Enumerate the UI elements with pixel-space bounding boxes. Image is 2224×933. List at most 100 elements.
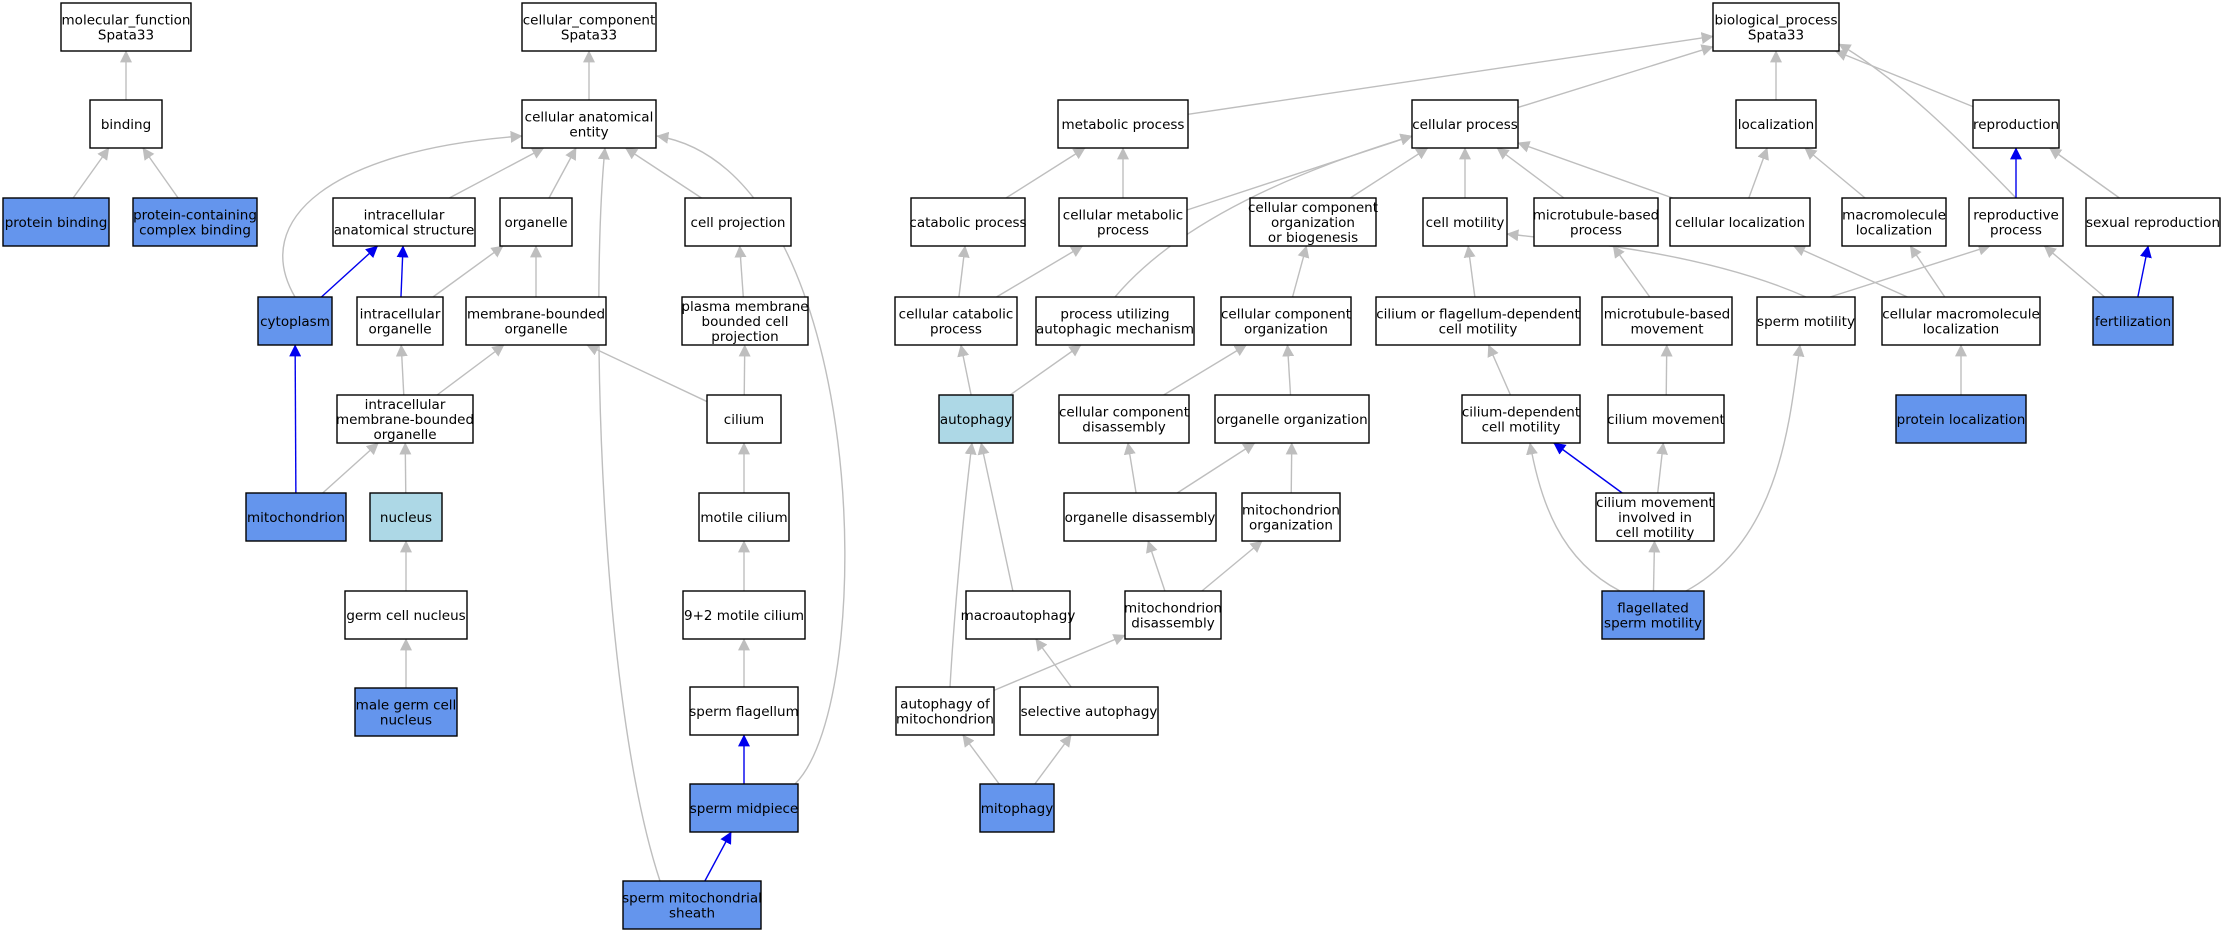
term-node-reproduction[interactable]: reproduction [1972, 99, 2060, 149]
edge-is-a-cell-projection-to-cellular-anatomical-entity [624, 147, 702, 199]
term-node-sexual-reproduction[interactable]: sexual reproduction [2085, 197, 2221, 247]
term-node-sperm-motility[interactable]: sperm motility [1756, 296, 1856, 346]
term-node-protein-localization[interactable]: protein localization [1895, 394, 2027, 444]
term-node-cilium-movement[interactable]: cilium movement [1607, 394, 1725, 444]
term-node-cellular-localization[interactable]: cellular localization [1669, 197, 1811, 247]
term-label-plasma-membrane-bounded-cell-projection-line-2: bounded cell [702, 314, 789, 330]
term-node-fertilization[interactable]: fertilization [2092, 296, 2174, 346]
term-node-organelle-organization[interactable]: organelle organization [1214, 394, 1370, 444]
term-node-sperm-flagellum[interactable]: sperm flagellum [689, 686, 799, 736]
term-node-mitochondrion[interactable]: mitochondrion [245, 492, 347, 542]
term-node-nucleus[interactable]: nucleus [369, 492, 443, 542]
term-box-cellular-component-disassembly [1058, 394, 1190, 444]
term-label-protein-localization-line-1: protein localization [1897, 412, 2026, 428]
term-box-sperm-motility [1756, 296, 1856, 346]
term-box-protein-complex-binding [132, 197, 258, 247]
term-node-sperm-midpiece[interactable]: sperm midpiece [689, 783, 799, 833]
edge-is-a-autophagy-of-mitochondrion-to-mitochondrion-disassembly [993, 634, 1126, 692]
edge-part-of-sperm-mitochondrial-sheath-to-sperm-midpiece [704, 831, 732, 882]
term-node-germ-cell-nucleus[interactable]: germ cell nucleus [344, 590, 468, 640]
term-node-metabolic-process[interactable]: metabolic process [1057, 99, 1189, 149]
term-box-germ-cell-nucleus [344, 590, 468, 640]
term-node-cell-motility[interactable]: cell motility [1422, 197, 1508, 247]
term-node-mitophagy[interactable]: mitophagy [979, 783, 1055, 833]
term-label-protein-binding-line-1: protein binding [5, 215, 108, 231]
edge-is-a-microtubule-based-process-to-cellular-process [1496, 147, 1565, 199]
term-label-cilium-movement-line-1: cilium movement [1607, 412, 1725, 428]
term-node-localization[interactable]: localization [1735, 99, 1817, 149]
term-node-motile-cilium[interactable]: motile cilium [698, 492, 790, 542]
term-box-cellular-anatomical-entity [521, 99, 657, 149]
term-node-catabolic-process[interactable]: catabolic process [909, 197, 1027, 247]
edge-is-a-mitochondrion-disassembly-to-mitochondrion-organization [1201, 540, 1263, 592]
term-label-sexual-reproduction-line-1: sexual reproduction [2086, 215, 2220, 231]
term-box-molecular-function [60, 2, 192, 52]
term-box-selective-autophagy [1019, 686, 1159, 736]
term-label-intracellular-anatomical-structure-line-2: anatomical structure [334, 223, 475, 239]
term-box-macroautophagy [965, 590, 1071, 640]
edge-is-a-cilium-movement-involved-in-cell-motility-to-cilium-movement [1656, 442, 1668, 494]
term-node-selective-autophagy[interactable]: selective autophagy [1019, 686, 1159, 736]
term-node-autophagy[interactable]: autophagy [938, 394, 1014, 444]
term-box-organelle-disassembly [1063, 492, 1217, 542]
term-node-binding[interactable]: binding [89, 99, 163, 149]
term-node-nine-plus-two-motile-cilium[interactable]: 9+2 motile cilium [682, 590, 806, 640]
edge-is-a-macromolecule-localization-to-localization [1804, 147, 1866, 199]
term-label-binding-line-1: binding [101, 117, 151, 133]
term-node-cytoplasm[interactable]: cytoplasm [257, 296, 333, 346]
term-node-organelle[interactable]: organelle [499, 197, 573, 247]
term-node-macroautophagy[interactable]: macroautophagy [961, 590, 1076, 640]
term-box-mitochondrion-organization [1241, 492, 1341, 542]
term-node-cell-projection[interactable]: cell projection [684, 197, 792, 247]
term-label-organelle-line-1: organelle [504, 215, 567, 231]
edge-is-a-autophagy-to-process-utilizing-autophagic-mechanism [1009, 344, 1082, 396]
term-node-protein-binding[interactable]: protein binding [2, 197, 110, 247]
term-label-intracellular-organelle-line-2: organelle [368, 322, 431, 338]
term-label-mitochondrion-disassembly-line-2: disassembly [1131, 616, 1214, 632]
term-label-reproduction-line-1: reproduction [1973, 117, 2059, 133]
term-node-organelle-disassembly[interactable]: organelle disassembly [1063, 492, 1217, 542]
term-node-cellular-process[interactable]: cellular process [1411, 99, 1519, 149]
edge-is-a-intracellular-organelle-to-organelle [432, 245, 504, 298]
term-label-microtubule-based-process-line-1: microtubule-based [1533, 208, 1660, 224]
edge-is-a-catabolic-process-to-metabolic-process [1005, 147, 1086, 199]
edge-is-a-autophagy-of-mitochondrion-to-autophagy [949, 442, 977, 688]
term-box-cilium [706, 394, 782, 444]
term-label-cellular-anatomical-entity-line-2: entity [569, 125, 608, 141]
term-box-mitophagy [979, 783, 1055, 833]
term-label-motile-cilium-line-1: motile cilium [700, 510, 787, 526]
term-node-cilium[interactable]: cilium [706, 394, 782, 444]
edge-is-a-flagellated-sperm-motility-to-sperm-motility [1685, 344, 1805, 592]
